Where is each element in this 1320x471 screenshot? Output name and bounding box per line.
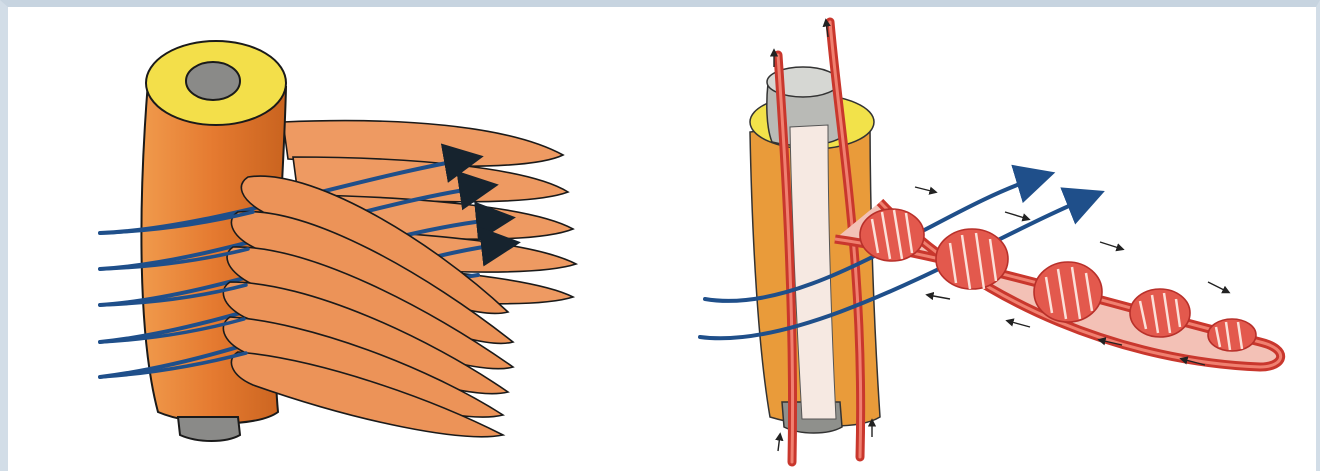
- gill-arch-panel: [8, 7, 660, 471]
- blood-flow-arrow-icon: [1005, 212, 1028, 219]
- countercurrent-panel: [660, 7, 1316, 471]
- blood-flow-arrow-icon: [915, 187, 935, 192]
- gill-arch-illustration: [8, 7, 660, 471]
- blood-flow-arrow-icon: [1008, 321, 1030, 327]
- blood-flow-arrow-icon: [1208, 282, 1228, 292]
- gill-arch-bone-bottom: [178, 417, 240, 441]
- lamella: [936, 229, 1008, 289]
- blood-flow-arrow-icon: [1100, 242, 1122, 249]
- lamella: [1208, 319, 1256, 351]
- lamella: [1034, 262, 1102, 322]
- countercurrent-illustration: [660, 7, 1316, 471]
- blood-flow-arrow-icon: [778, 435, 780, 451]
- lamella: [1130, 289, 1190, 337]
- gill-arch-bone-top: [186, 62, 240, 100]
- lamella: [860, 209, 924, 261]
- blood-flow-arrow-icon: [928, 295, 950, 299]
